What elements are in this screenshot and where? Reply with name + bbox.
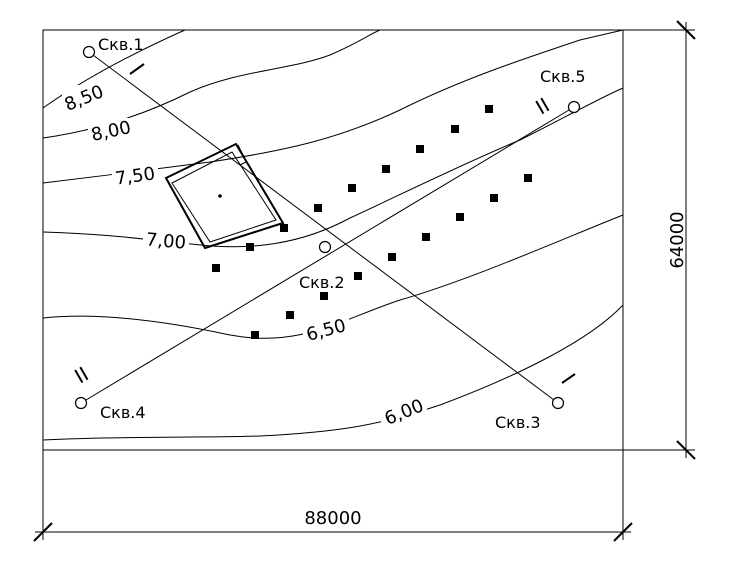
- section-mark-i-start: [129, 63, 145, 75]
- contour-label-700: 7,00: [145, 229, 187, 253]
- wells: Скв.1 Скв.2 Скв.3 Скв.4 Скв.5: [74, 35, 586, 432]
- well-marker-1: [82, 45, 96, 59]
- well-marker-2: [318, 240, 332, 254]
- pile-point: [212, 264, 220, 272]
- width-dimension-label: 88000: [304, 508, 361, 529]
- pile-point: [286, 311, 294, 319]
- height-dimension: 64000: [623, 20, 696, 460]
- building-outline: [164, 142, 285, 250]
- pile-point: [320, 292, 328, 300]
- pile-point: [388, 253, 396, 261]
- pile-point: [348, 184, 356, 192]
- pile-points: [212, 105, 532, 339]
- section-line-ii: [80, 106, 575, 404]
- pile-point: [490, 194, 498, 202]
- section-label-ii-start: II: [70, 362, 92, 389]
- well-marker-5: [567, 100, 581, 114]
- contour-labels: 8,50 8,00 7,50 7,00 6,50 6,00: [62, 81, 427, 430]
- pile-point: [280, 224, 288, 232]
- well-label-3: Скв.3: [495, 413, 541, 432]
- contour-line-600: [42, 304, 624, 441]
- plan-boundary: [42, 29, 624, 451]
- pile-point: [485, 105, 493, 113]
- building-center-mark: [218, 194, 222, 198]
- section-line-i: [88, 51, 559, 404]
- pile-point: [422, 233, 430, 241]
- pile-point: [354, 272, 362, 280]
- pile-point: [524, 174, 532, 182]
- well-label-2: Скв.2: [299, 273, 345, 292]
- pile-point: [451, 125, 459, 133]
- well-label-1: Скв.1: [98, 35, 144, 54]
- pile-point: [314, 204, 322, 212]
- well-marker-3: [551, 396, 565, 410]
- well-label-4: Скв.4: [100, 403, 146, 422]
- section-label-ii-end: II: [531, 93, 553, 120]
- pile-point: [456, 213, 464, 221]
- well-label-5: Скв.5: [540, 67, 586, 86]
- pile-point: [382, 165, 390, 173]
- width-dimension: 88000: [33, 450, 633, 542]
- well-marker-4: [74, 396, 88, 410]
- pile-point: [251, 331, 259, 339]
- pile-point: [416, 145, 424, 153]
- pile-point: [246, 243, 254, 251]
- contour-line-850: [42, 29, 186, 109]
- height-dimension-label: 64000: [667, 211, 688, 268]
- section-mark-i-end: [561, 373, 576, 384]
